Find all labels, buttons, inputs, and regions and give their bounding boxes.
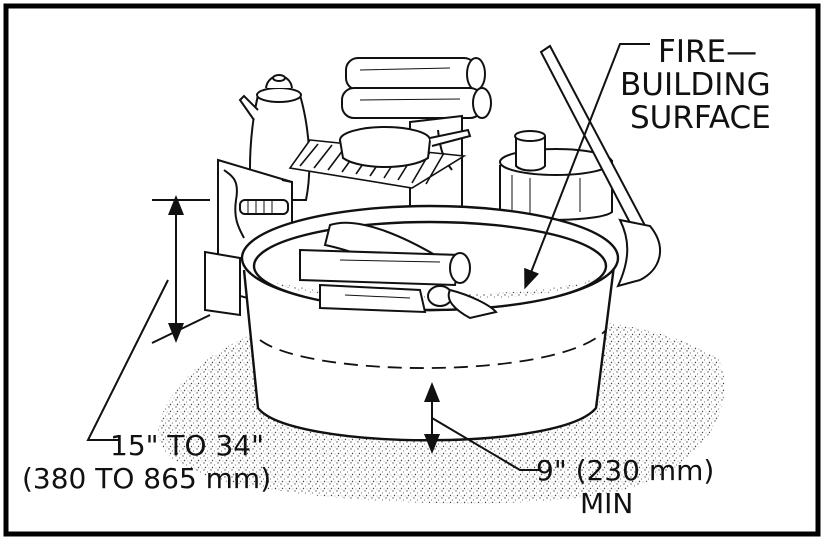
side-plate	[204, 250, 241, 317]
surface-leader	[524, 43, 650, 290]
label-fire-line1: FIRE—	[658, 34, 757, 70]
axe	[539, 44, 661, 288]
frying-pan	[339, 126, 472, 168]
label-height-line1: 15" TO 34"	[110, 429, 264, 462]
height-dimension	[86, 195, 211, 441]
depth-dimension	[424, 382, 540, 471]
ring-logs	[299, 221, 498, 320]
label-fire-line2: BUILDING	[620, 67, 771, 103]
label-depth-line1: 9" (230 mm)	[536, 454, 714, 487]
label-depth-line2: MIN	[580, 487, 633, 520]
crank-handle	[239, 199, 289, 215]
label-fire-line3: SURFACE	[630, 100, 771, 136]
log-pile	[341, 57, 492, 119]
fire-ring	[240, 204, 620, 442]
label-height-line2: (380 TO 865 mm)	[22, 462, 271, 495]
figure-border	[3, 3, 821, 537]
cup	[514, 130, 546, 172]
